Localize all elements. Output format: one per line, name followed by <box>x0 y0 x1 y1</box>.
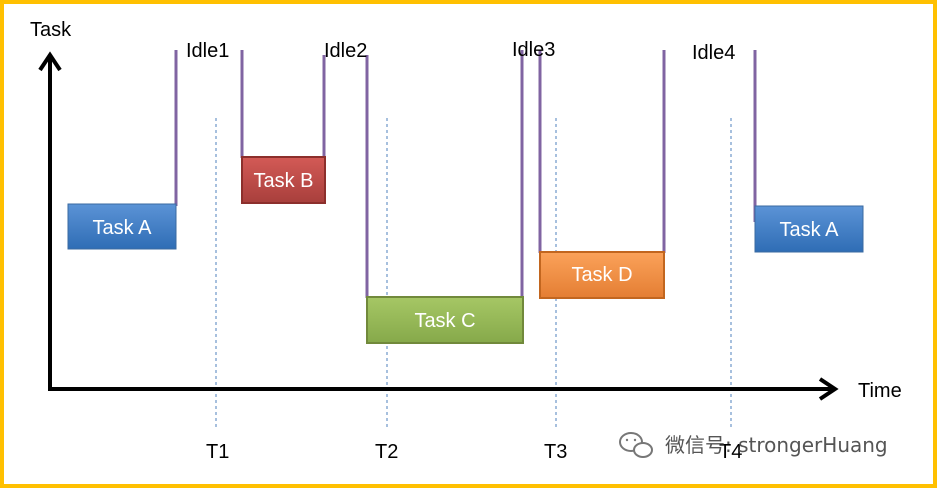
task-block-a-2: Task A <box>754 205 864 253</box>
wechat-icon <box>619 432 653 458</box>
task-block-d: Task D <box>539 251 665 299</box>
task-a-label: Task A <box>93 217 153 239</box>
y-axis-label: Task <box>30 19 72 41</box>
watermark-text: 微信号: strongerHuang <box>665 433 888 457</box>
idle-label-2: Idle2 <box>324 40 367 62</box>
task-c-label: Task C <box>414 310 475 332</box>
time-label-t4: T4 <box>719 441 742 463</box>
x-axis-arrow <box>818 377 839 401</box>
time-label-t3: T3 <box>544 441 567 463</box>
time-label-t1: T1 <box>206 441 229 463</box>
y-axis-arrow <box>38 51 62 72</box>
idle-label-3: Idle3 <box>512 39 555 61</box>
idle-label-4: Idle4 <box>692 42 735 64</box>
time-label-t2: T2 <box>375 441 398 463</box>
axes <box>38 51 839 401</box>
watermark: 微信号: strongerHuang <box>619 432 888 458</box>
x-axis-label: Time <box>858 380 902 402</box>
idle-label-1: Idle1 <box>186 40 229 62</box>
task-d-label: Task D <box>571 264 632 286</box>
task-block-c: Task C <box>366 296 524 344</box>
task-a-label: Task A <box>780 219 840 241</box>
task-block-a-1: Task A <box>67 203 177 250</box>
task-block-b: Task B <box>241 156 326 204</box>
idle-spikes <box>174 50 757 298</box>
task-b-label: Task B <box>253 170 313 192</box>
